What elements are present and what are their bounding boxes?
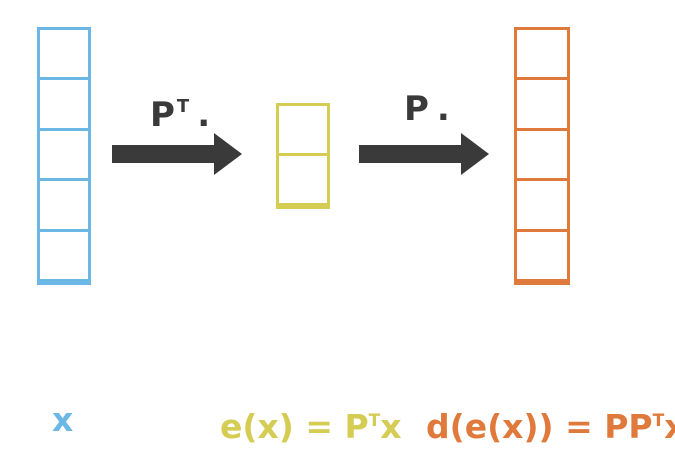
input-label: x bbox=[52, 400, 74, 439]
vector-cell bbox=[40, 232, 88, 283]
encoded-label: e(x) = PTx bbox=[220, 410, 402, 443]
vector-cell bbox=[279, 106, 327, 156]
vector-cell bbox=[40, 30, 88, 81]
label-tail: x bbox=[380, 407, 402, 446]
encoded-vector bbox=[276, 103, 330, 209]
label-main: d(e(x)) = PP bbox=[426, 407, 653, 446]
vector-cell bbox=[517, 80, 567, 131]
decode-arrow bbox=[359, 133, 489, 175]
vector-cell bbox=[517, 30, 567, 81]
label-tail: x bbox=[664, 407, 675, 446]
vector-cell bbox=[517, 181, 567, 232]
vector-cell bbox=[40, 131, 88, 182]
decoded-vector bbox=[514, 27, 570, 285]
vector-cell bbox=[40, 80, 88, 131]
label-main: e(x) = P bbox=[220, 407, 369, 446]
operator-dot: . bbox=[436, 89, 450, 129]
decode-operator: P. bbox=[404, 92, 450, 126]
operator-symbol: P bbox=[150, 95, 175, 135]
vector-cell bbox=[40, 181, 88, 232]
vector-cell bbox=[517, 232, 567, 283]
decoded-label: d(e(x)) = PPTx bbox=[426, 410, 675, 443]
label-superscript: T bbox=[368, 411, 381, 431]
operator-symbol: P bbox=[404, 89, 429, 129]
vector-cell bbox=[279, 156, 327, 206]
encode-arrow bbox=[112, 133, 242, 175]
input-vector bbox=[37, 27, 91, 285]
operator-dot: . bbox=[197, 95, 211, 135]
label-superscript: T bbox=[652, 411, 665, 431]
vector-cell bbox=[517, 131, 567, 182]
transpose-superscript: T bbox=[176, 96, 190, 117]
